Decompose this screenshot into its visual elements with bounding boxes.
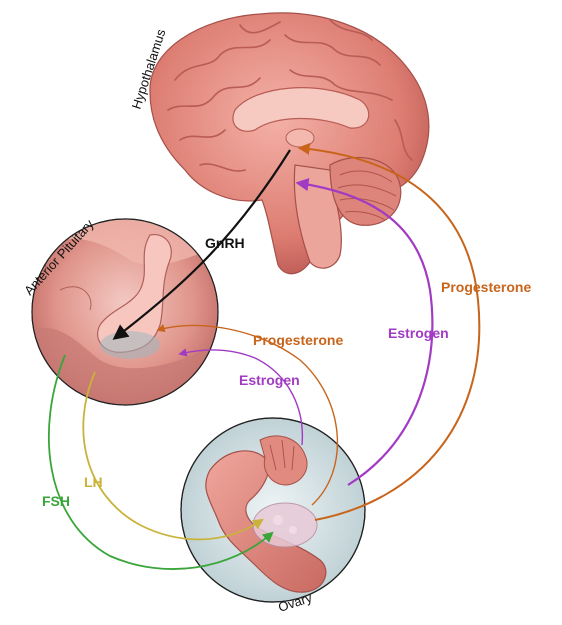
ovary-inset (180, 417, 366, 603)
brain-illustration (149, 12, 430, 275)
gnrh-arrow (112, 149, 291, 340)
lh-label: LH (84, 474, 103, 490)
hypothalamus-region (285, 128, 315, 148)
fimbriae (259, 435, 308, 486)
lh-arrow (82, 371, 264, 541)
progesterone-arrow-inner (156, 324, 339, 506)
progesterone-inner-label: Progesterone (253, 332, 343, 348)
estrogen-arrow-outer (295, 178, 434, 486)
gnrh-label: GnRH (205, 235, 245, 251)
cerebellum-folds (337, 170, 397, 221)
fsh-arrow (48, 354, 274, 570)
cerebellum (329, 157, 402, 226)
pituitary-inset (31, 218, 219, 406)
estrogen-arrow-inner (178, 348, 304, 446)
progesterone-outer-label: Progesterone (441, 279, 531, 295)
fsh-label: FSH (42, 493, 70, 509)
brain-gyri (167, 19, 413, 172)
estrogen-outer-label: Estrogen (388, 325, 449, 341)
progesterone-arrow-outer (297, 142, 481, 521)
estrogen-inner-label: Estrogen (239, 372, 300, 388)
corpus-callosum (232, 87, 370, 132)
